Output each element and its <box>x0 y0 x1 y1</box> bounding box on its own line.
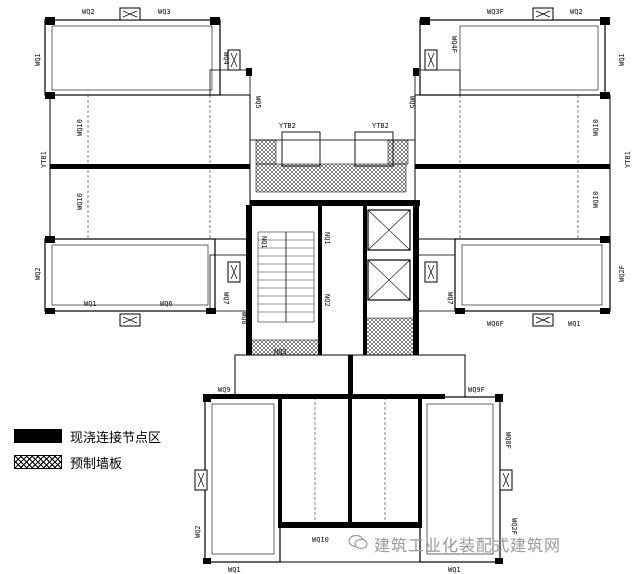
watermark-text: 建筑工业化装配式建筑网 <box>374 536 562 555</box>
prefab-corridor <box>255 163 407 193</box>
watermark: 建筑工业化装配式建筑网 <box>348 532 633 555</box>
windows <box>119 7 554 491</box>
label-nq2: NQ2 <box>323 294 331 307</box>
label-wq1-bottom-l: WQ1 <box>228 566 241 574</box>
cast-joints-core <box>246 200 420 355</box>
label-nq1-b: NQ1 <box>323 232 331 245</box>
label-wq10-b: WQ10 <box>312 536 329 544</box>
label-wq6: WQ6 <box>160 300 173 308</box>
label-wq2f-br: WQ2F <box>510 518 518 535</box>
label-ytb2-r: YTB2 <box>372 122 389 130</box>
legend-cast-joint-label: 现浇连接节点区 <box>70 431 162 446</box>
elevator-2 <box>367 259 411 301</box>
legend-swatch-hatch <box>14 455 62 469</box>
label-wq6f: WQ6F <box>487 320 504 328</box>
prefab-core <box>364 317 416 356</box>
cast-joints-lower <box>203 355 503 564</box>
label-nq3: NQ3 <box>274 348 287 356</box>
cast-joints-ul <box>45 17 252 314</box>
legend-prefab-wall-label: 预制墙板 <box>70 457 123 472</box>
label-ytb2-l: YTB2 <box>279 122 296 130</box>
label-wq1-bottom-r: WQ1 <box>448 566 461 574</box>
cast-joints-ur <box>413 17 610 314</box>
wechat-icon <box>348 534 368 550</box>
label-wq7-l: WQ7 <box>222 292 230 305</box>
core <box>249 131 416 356</box>
label-wq10-l2: WQ10 <box>76 193 84 210</box>
label-wq3f-t: WQ3F <box>487 8 504 16</box>
legend-cast-joint: 现浇连接节点区 <box>14 426 234 446</box>
label-wq1-r: WQ1 <box>618 53 626 66</box>
label-wq7-r: WQ7 <box>446 292 454 305</box>
label-wq2-l: WQ2 <box>34 267 42 280</box>
label-wq4: WQ4 <box>222 52 230 65</box>
label-wq1-bl: WQ1 <box>84 300 97 308</box>
label-ytb1-l: YTB1 <box>40 151 48 168</box>
label-wq2-tl: WQ2 <box>82 8 95 16</box>
legend-prefab-wall: 预制墙板 <box>14 452 234 472</box>
room-ul-top <box>44 19 221 96</box>
room-ul-top-inner <box>51 25 213 91</box>
label-wq10-r2: WQ10 <box>592 191 600 208</box>
label-wq8: WQ8 <box>240 312 248 325</box>
label-wq2f-r: WQ2F <box>618 265 626 282</box>
label-wq4f: WQ4F <box>450 36 458 53</box>
label-wq8f: WQ8F <box>504 432 512 449</box>
label-wq5-r: WQ5 <box>408 96 416 109</box>
label-wq3-t: WQ3 <box>158 8 171 16</box>
label-wq10-r1: WQ10 <box>592 119 600 136</box>
label-wq2-tr: WQ2 <box>570 8 583 16</box>
label-wq5-l: WQ5 <box>254 96 262 109</box>
label-wq1-br: WQ1 <box>568 320 581 328</box>
label-wq9f: WQ9F <box>468 386 485 394</box>
room-ul-bottom <box>44 238 216 312</box>
label-wq2-bl: WQ2 <box>194 525 202 538</box>
wall-labels: WQ2 WQ3 WQ3F WQ2 WQ1 WQ4 WQ4F WQ1 WQ5 WQ… <box>34 8 632 574</box>
legend-swatch-solid <box>14 429 62 443</box>
elevator-1 <box>367 209 411 251</box>
label-wq9: WQ9 <box>218 386 231 394</box>
label-wq10-l1: WQ10 <box>76 119 84 136</box>
label-ytb1-r: YTB1 <box>624 151 632 168</box>
room-ul-bottom-inner <box>51 244 209 306</box>
label-nq1-a: NQ1 <box>260 236 268 249</box>
label-wq1-l: WQ1 <box>34 53 42 66</box>
